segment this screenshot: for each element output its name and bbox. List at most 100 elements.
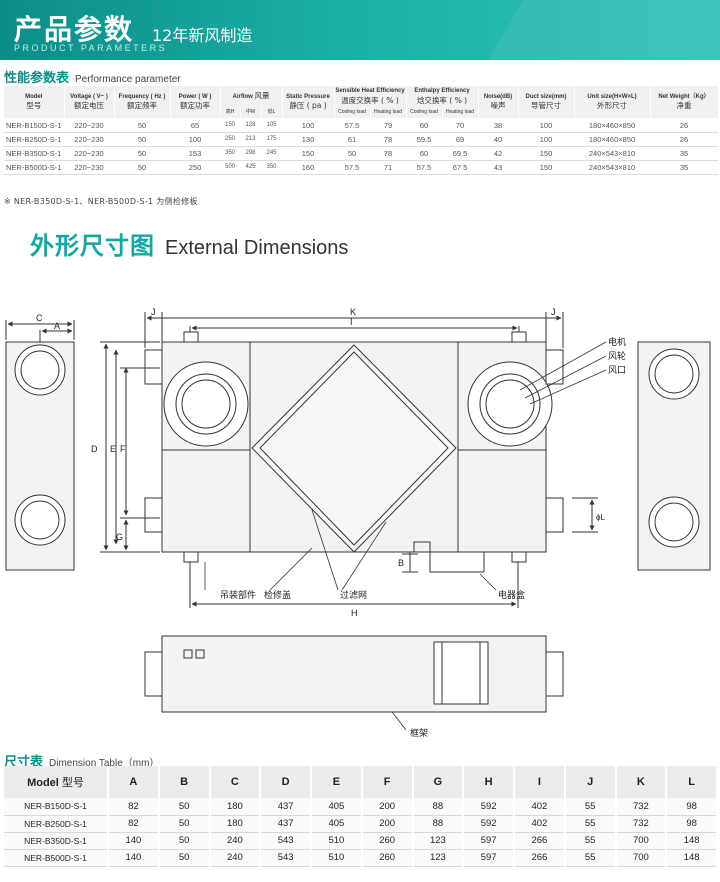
banner-decoration bbox=[465, 0, 720, 60]
performance-cell: 153 bbox=[170, 146, 220, 161]
performance-cell: 240×543×810 bbox=[574, 160, 651, 175]
dimensions-title-en: External Dimensions bbox=[165, 237, 349, 259]
col-power: Power ( W )额定功率 bbox=[170, 86, 221, 119]
dimension-cell: 260 bbox=[361, 832, 414, 850]
performance-cell: 160 bbox=[282, 160, 334, 175]
performance-cell: 60 bbox=[406, 118, 442, 133]
dimension-cell: 597 bbox=[463, 849, 515, 867]
performance-cell: NER-B150D-S-1 bbox=[4, 118, 64, 133]
dimension-cell: 50 bbox=[158, 832, 211, 850]
performance-cell: 245 bbox=[261, 146, 282, 161]
col-unit-size: Unit size(H×W×L)外形尺寸 bbox=[574, 86, 651, 119]
dim-letter-i: I bbox=[350, 317, 353, 327]
label-fan: 风轮 bbox=[608, 350, 626, 361]
label-port: 风口 bbox=[608, 365, 626, 375]
performance-cell: 180×460×850 bbox=[574, 132, 651, 147]
performance-heading: 性能参数表 Performance parameter bbox=[4, 67, 181, 86]
dim-letter-a: A bbox=[54, 321, 60, 331]
performance-cell: 250 bbox=[220, 132, 240, 147]
dimension-cell: 88 bbox=[412, 815, 465, 833]
performance-cell: 128 bbox=[240, 118, 261, 133]
dimension-cell: 123 bbox=[412, 832, 465, 850]
dimension-cell: 437 bbox=[260, 815, 312, 833]
front-view bbox=[144, 635, 564, 713]
col-voltage: Voltage ( V~ )额定电压 bbox=[64, 86, 115, 119]
dimension-drawing: C A J J K I D E F G H B ϕL 电机 风轮 风口 吊装部件… bbox=[5, 307, 711, 738]
performance-cell: 69.5 bbox=[442, 146, 479, 161]
dimension-cell: 88 bbox=[412, 798, 465, 816]
label-filter: 过滤网 bbox=[340, 589, 367, 600]
dimension-cell: 50 bbox=[158, 798, 211, 816]
dimension-cell: 437 bbox=[260, 798, 312, 816]
dim-col-k: K bbox=[615, 766, 668, 798]
performance-cell: 220~230 bbox=[64, 132, 114, 147]
performance-cell: 100 bbox=[518, 118, 575, 133]
performance-cell: 250 bbox=[170, 160, 220, 175]
dim-letter-f: F bbox=[120, 444, 126, 454]
dim-col-b: B bbox=[158, 766, 211, 798]
dimension-cell: 123 bbox=[412, 849, 465, 867]
dim-letter-c: C bbox=[36, 313, 43, 323]
performance-cell: 100 bbox=[170, 132, 220, 147]
dimension-cell: 597 bbox=[463, 832, 515, 850]
dimension-cell: 180 bbox=[209, 815, 262, 833]
dim-letter-b: B bbox=[398, 558, 404, 568]
col-airflow: Airflow 风量 bbox=[220, 86, 283, 107]
label-access-cover: 检修盖 bbox=[264, 589, 291, 600]
dimension-cell: 55 bbox=[564, 849, 617, 867]
performance-subheader-row: 高H 中M 低L Cooling load Heating load Cooli… bbox=[4, 106, 718, 119]
dim-col-g: G bbox=[412, 766, 465, 798]
performance-cell: 100 bbox=[282, 118, 334, 133]
performance-cell: NER-B250D-S-1 bbox=[4, 132, 64, 147]
dimension-cell: 510 bbox=[311, 849, 363, 867]
performance-cell: 57.5 bbox=[334, 160, 370, 175]
performance-cell: 60 bbox=[406, 146, 442, 161]
dimension-cell: 592 bbox=[463, 798, 515, 816]
dimension-cell: 200 bbox=[361, 798, 414, 816]
performance-cell: 213 bbox=[240, 132, 261, 147]
dim-col-e: E bbox=[311, 766, 363, 798]
col-enthalpy-heating: Heating load bbox=[442, 106, 479, 119]
dimension-cell: 240 bbox=[209, 849, 262, 867]
performance-cell: 35 bbox=[650, 160, 719, 175]
dimension-cell: 405 bbox=[311, 798, 363, 816]
dimension-cell: 543 bbox=[260, 849, 312, 867]
performance-cell: 26 bbox=[650, 118, 719, 133]
performance-cell: 57.5 bbox=[406, 160, 442, 175]
dim-col-model: Model 型号 bbox=[4, 766, 109, 798]
performance-cell: 67.5 bbox=[442, 160, 479, 175]
dimension-cell: 180 bbox=[209, 798, 262, 816]
performance-cell: 40 bbox=[478, 132, 519, 147]
label-frame: 框架 bbox=[410, 727, 428, 738]
label-hanging: 吊装部件 bbox=[220, 589, 256, 600]
dimension-cell: 55 bbox=[564, 832, 617, 850]
performance-cell: 130 bbox=[282, 132, 334, 147]
performance-cell: 61 bbox=[334, 132, 370, 147]
dimension-cell: 82 bbox=[108, 815, 160, 833]
performance-cell: 79 bbox=[370, 118, 406, 133]
maintenance-note: ※ NER-B350D-S-1、NER-B500D-S-1 为侧检修板 bbox=[4, 197, 198, 206]
performance-cell: 100 bbox=[518, 132, 575, 147]
dimension-cell: 700 bbox=[615, 832, 668, 850]
col-duct: Duct size(mm)导管尺寸 bbox=[518, 86, 575, 119]
dim-col-a: A bbox=[108, 766, 160, 798]
performance-cell: 50 bbox=[114, 146, 170, 161]
dimension-cell: NER-B500D-S-1 bbox=[4, 849, 109, 867]
performance-cell: NER-B500D-S-1 bbox=[4, 160, 64, 175]
dimension-cell: NER-B250D-S-1 bbox=[4, 815, 109, 833]
col-airflow-low: 低L bbox=[261, 106, 283, 119]
dimensions-title-cn: 外形尺寸图 bbox=[30, 232, 155, 260]
dim-col-l: L bbox=[666, 766, 718, 798]
performance-cell: 298 bbox=[240, 146, 261, 161]
